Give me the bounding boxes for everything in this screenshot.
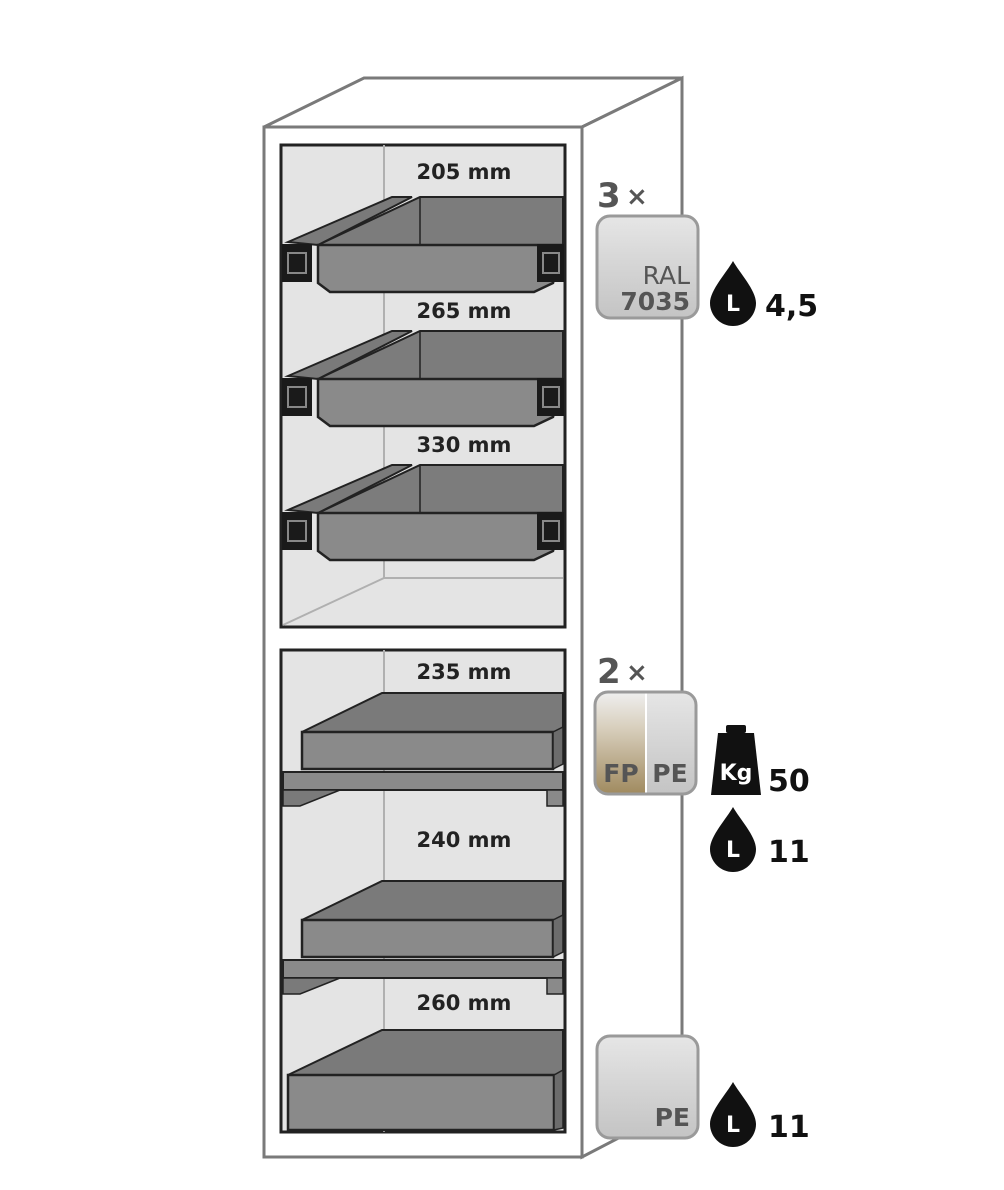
shelf-height-label: 330 mm	[417, 433, 512, 457]
times-sign: ×	[626, 658, 648, 688]
weight-kg-icon: Kg	[711, 725, 761, 795]
upper-quantity: 3 ×	[597, 176, 648, 216]
shelf-height-label: 240 mm	[417, 828, 512, 852]
lower-load-value: 50	[768, 764, 810, 799]
pe-material-badge: PE	[595, 1034, 700, 1140]
upper-capacity-value: 4,5	[765, 289, 818, 324]
bottom-capacity-value: 11	[768, 1110, 810, 1145]
upper-shelf-tray	[282, 196, 565, 294]
upper-shelf-tray	[282, 330, 565, 428]
droplet-litre-icon: L	[710, 807, 756, 872]
lower-compartment: 235 mm 240 mm 260 mm	[279, 648, 567, 1134]
lower-capacity-value: 11	[768, 835, 810, 870]
fp-pe-material-badge: FP PE	[593, 690, 698, 796]
svg-text:L: L	[726, 838, 740, 863]
upper-shelf-tray	[282, 464, 565, 562]
droplet-litre-icon: L	[710, 261, 756, 326]
pe-label: PE	[652, 759, 687, 788]
svg-text:Kg: Kg	[720, 761, 753, 786]
lower-quantity: 2 ×	[597, 652, 648, 692]
shelf-height-label: 265 mm	[417, 299, 512, 323]
drawer-tray	[282, 692, 564, 807]
shelf-height-label: 235 mm	[417, 660, 512, 684]
shelf-height-label: 260 mm	[417, 991, 512, 1015]
svg-text:L: L	[726, 1113, 740, 1138]
pe-label: PE	[655, 1103, 690, 1132]
shelf-height-label: 205 mm	[417, 160, 512, 184]
droplet-litre-icon: L	[710, 1082, 756, 1147]
lower-quantity-value: 2	[597, 652, 621, 692]
fp-label: FP	[603, 759, 638, 788]
upper-compartment: 205 mm 265 mm 330 mm	[279, 143, 567, 629]
bottom-sump	[286, 1029, 564, 1132]
drawer-tray	[282, 880, 564, 995]
ral-material-badge: RAL 7035	[595, 214, 700, 320]
times-sign: ×	[626, 182, 648, 212]
ral-number: 7035	[620, 287, 690, 316]
upper-quantity-value: 3	[597, 176, 621, 216]
svg-text:L: L	[726, 292, 740, 317]
ral-label: RAL	[643, 261, 690, 290]
